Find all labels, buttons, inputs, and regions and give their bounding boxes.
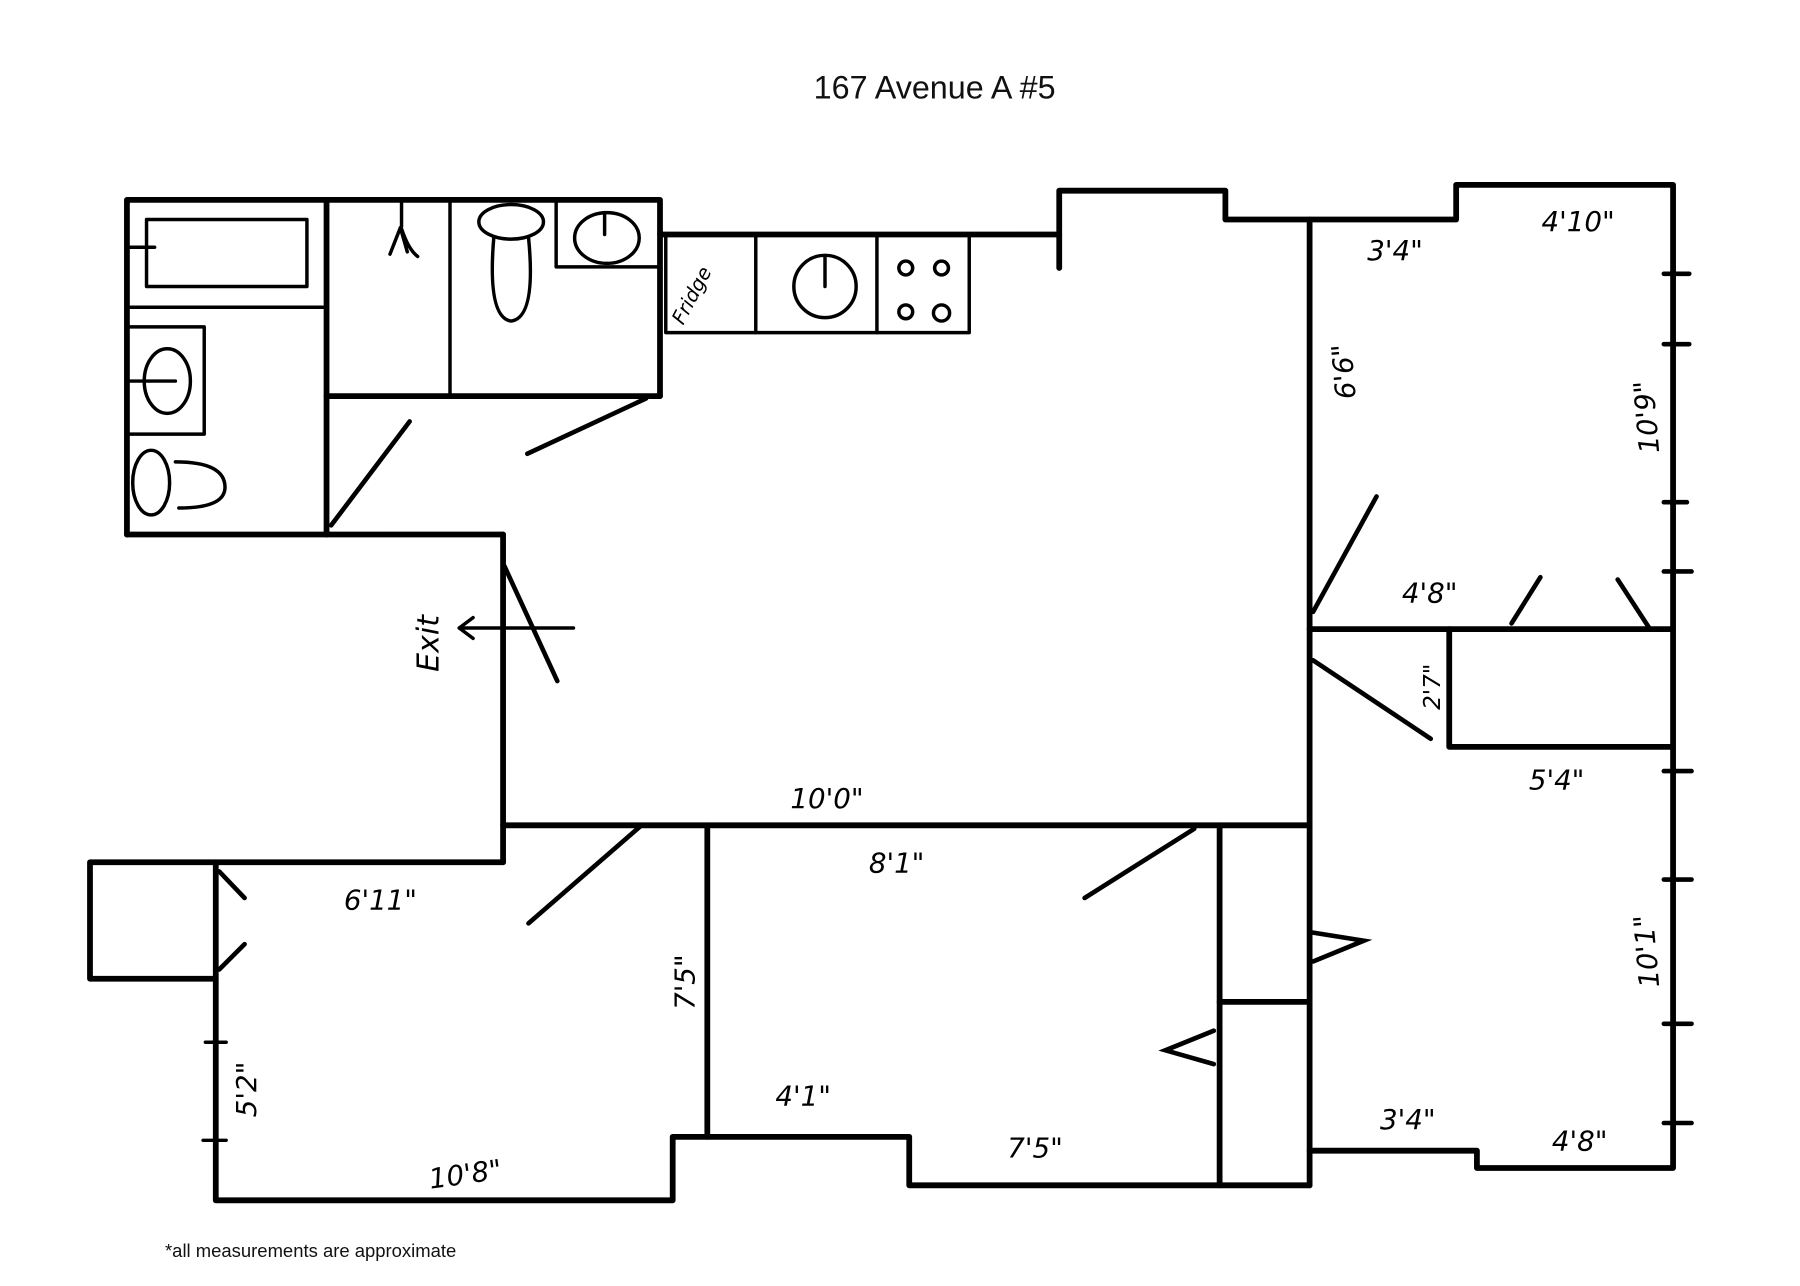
- measurement: 6'11": [344, 884, 417, 917]
- exit-label: Exit: [411, 614, 446, 672]
- fridge-label: Fridge: [667, 263, 716, 328]
- measurement-labels: 3'4" 4'10" 6'6" 10'9" 4'8" 2'7" 5'4" 10'…: [230, 205, 1666, 1196]
- measurement: 5'2": [230, 1062, 263, 1118]
- bathtub-icon: [127, 217, 309, 289]
- measurement: 4'8": [1552, 1125, 1608, 1158]
- toilet-icon: [477, 202, 546, 323]
- toilet-icon: [130, 448, 227, 517]
- entry-door: [501, 563, 560, 684]
- measurement: 3'4": [1380, 1103, 1436, 1136]
- kitchen-counter: [657, 231, 1063, 335]
- kitchen-sink-icon: [792, 253, 858, 320]
- sink-icon: [127, 325, 206, 436]
- plan-title: 167 Avenue A #5: [814, 69, 1056, 105]
- shower-head-icon: [388, 201, 420, 259]
- measurement: 7'5": [669, 954, 702, 1010]
- measurement: 10'1": [1627, 913, 1666, 989]
- sink-icon: [554, 198, 662, 269]
- measurement: 4'10": [1542, 205, 1615, 238]
- exit-arrow-icon: [457, 615, 576, 641]
- measurement: 4'1": [775, 1080, 831, 1113]
- wall-ticks: [201, 271, 1694, 1143]
- measurement: 3'4": [1367, 234, 1423, 267]
- measurement: 10'0": [790, 782, 863, 815]
- measurement: 7'5": [1007, 1132, 1063, 1165]
- measurement: 4'8": [1402, 577, 1458, 610]
- exterior-walls: [87, 182, 1676, 1204]
- stove-burners-icon: [897, 259, 952, 323]
- door-swings: [216, 396, 1653, 1067]
- bathroom-walls: [124, 197, 663, 538]
- measurement: 6'6": [1325, 342, 1363, 400]
- interior-walls: [500, 216, 1676, 1189]
- measurement: 10'9": [1627, 379, 1666, 455]
- measurement: 8'1": [869, 847, 925, 880]
- footnote: *all measurements are approximate: [165, 1240, 456, 1261]
- measurement: 2'7": [1420, 664, 1446, 710]
- measurement: 10'8": [427, 1153, 504, 1196]
- measurement: 5'4": [1529, 764, 1585, 797]
